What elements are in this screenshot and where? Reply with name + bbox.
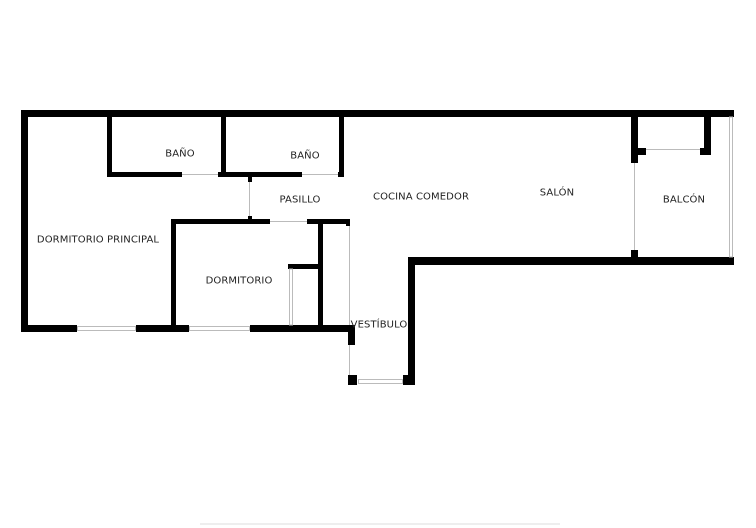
wall-bano-1 — [107, 117, 112, 177]
wall-balcon — [704, 117, 711, 155]
openings — [77, 116, 733, 384]
walls — [21, 110, 734, 385]
room-label-bano: BAÑO — [290, 150, 320, 162]
wall-balcon — [638, 148, 646, 155]
wall-left — [21, 110, 28, 332]
window — [77, 326, 136, 331]
wall-bano-2 — [221, 117, 226, 177]
room-label-cocina-comedor: COCINA COMEDOR — [372, 191, 470, 203]
room-label-dormitorio-principal: DORMITORIO PRINCIPAL — [36, 234, 160, 246]
wall-vestibulo — [408, 257, 415, 385]
window — [189, 326, 250, 331]
wall-balcon — [631, 250, 638, 258]
wall-bottom — [250, 325, 355, 332]
wall-balcon — [631, 117, 638, 163]
wall-bano-2 — [226, 172, 302, 177]
wall-bottom — [136, 325, 189, 332]
wall-vestibulo — [348, 325, 355, 345]
wall-bano-1 — [107, 172, 182, 177]
wall-stub — [346, 220, 350, 226]
wall-dormitorio — [307, 219, 350, 224]
room-label-vestibulo: VESTÍBULO — [350, 319, 408, 331]
wall-stub — [248, 216, 252, 220]
wall-bano-2 — [339, 117, 344, 177]
room-label-balcon: BALCÓN — [662, 194, 706, 206]
room-label-bano: BAÑO — [165, 148, 195, 160]
wall-vestibulo — [348, 375, 357, 385]
wall-closet — [288, 264, 318, 269]
wall-top — [21, 110, 734, 117]
wall-stub — [248, 177, 252, 182]
wall-dormitorio — [171, 219, 176, 330]
wall-dormitorio — [318, 219, 323, 330]
wall-balcon — [700, 148, 705, 155]
wall-bottom — [21, 325, 77, 332]
window — [358, 379, 403, 384]
wall-salon-bottom — [408, 257, 734, 265]
room-label-salon: SALÓN — [539, 187, 575, 199]
room-label-dormitorio: DORMITORIO — [205, 275, 273, 287]
railing — [729, 116, 733, 258]
wall-dormitorio — [171, 219, 270, 224]
closet-door — [289, 268, 293, 326]
room-label-pasillo: PASILLO — [279, 194, 321, 206]
